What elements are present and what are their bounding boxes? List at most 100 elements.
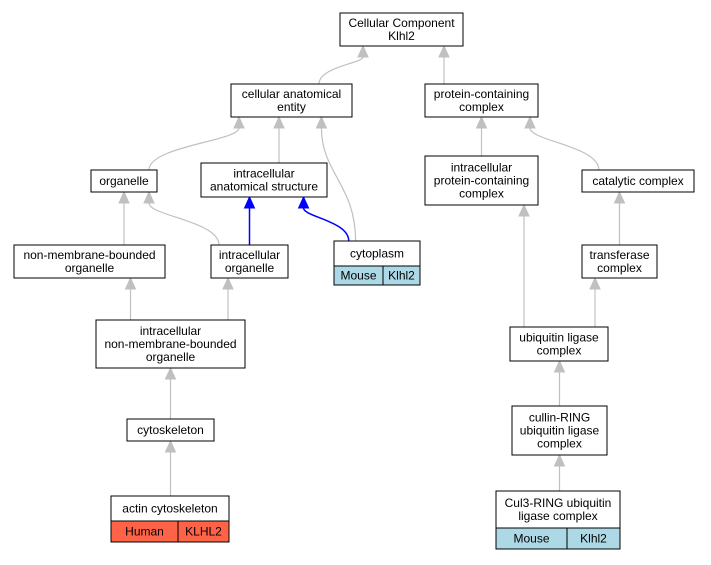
node-label-line: cellular anatomical	[242, 87, 341, 101]
node-label-line: intracellular	[219, 248, 280, 262]
node-box	[230, 83, 353, 118]
node-box	[13, 244, 166, 279]
node-box	[126, 418, 215, 442]
edge-arrowhead	[118, 190, 130, 204]
node-label-line: intracellular	[140, 324, 201, 338]
edge-cytoskeleton-to-intracellular-non-membrane-bounded-organelle	[164, 366, 177, 420]
edge-actin-cytoskeleton-to-cytoskeleton	[164, 439, 177, 497]
edge-arrowhead	[233, 115, 245, 129]
node-catalytic-complex[interactable]: catalytic complex	[581, 169, 695, 193]
edge-arrowhead	[124, 276, 137, 290]
edge-cytoplasm-to-intracellular-anatomical-structure	[297, 195, 350, 242]
edge-cytoplasm-to-cellular-anatomical-entity	[315, 115, 357, 242]
edge-arrowhead	[243, 195, 256, 209]
edge-line	[302, 207, 350, 242]
node-label-line: ubiquitin ligase	[520, 424, 600, 438]
node-box	[90, 169, 158, 193]
edge-arrowhead	[143, 190, 155, 204]
edge-arrowhead	[222, 276, 234, 290]
edge-arrowhead	[475, 115, 488, 129]
annotation-gene: Klhl2	[580, 532, 607, 546]
edge-line	[148, 127, 240, 171]
node-label-line: entity	[277, 100, 306, 114]
edge-arrowhead	[164, 439, 177, 453]
node-box	[210, 244, 289, 279]
edge-protein-containing-complex-to-cellular-component	[438, 44, 450, 84]
node-label-line: non-membrane-bounded	[104, 337, 236, 351]
edge-cul3-ring-ubiquitin-ligase-complex-to-cullin-ring-ubiquitin-ligase-complex	[553, 453, 566, 492]
annotation-species: Human	[125, 525, 164, 539]
node-label-line: Cellular Component	[348, 16, 455, 30]
edge-intracellular-protein-containing-complex-to-protein-containing-complex	[475, 115, 488, 156]
edge-catalytic-complex-to-protein-containing-complex	[524, 115, 600, 171]
edge-arrowhead	[553, 453, 566, 467]
node-label-line: actin cytoskeleton	[122, 502, 217, 516]
node-label-line: ligase complex	[518, 509, 597, 523]
node-label-line: complex	[597, 261, 642, 275]
edge-ubiquitin-ligase-complex-to-transferase-complex	[589, 276, 601, 327]
node-label-line: cytoskeleton	[137, 423, 204, 437]
node-label-line: ubiquitin ligase	[519, 331, 599, 345]
edge-arrowhead	[518, 203, 530, 217]
edge-non-membrane-bounded-organelle-to-organelle	[118, 190, 130, 245]
node-organelle[interactable]: organelle	[90, 169, 158, 193]
node-label-line: cullin-RING	[529, 411, 590, 425]
node-box	[509, 326, 609, 362]
node-box	[200, 162, 328, 198]
edge-arrowhead	[357, 44, 369, 58]
annotation-species: Mouse	[513, 532, 549, 546]
annotation-row	[495, 527, 621, 550]
node-box	[511, 405, 608, 456]
edge-transferase-complex-to-catalytic-complex	[613, 190, 626, 246]
edges-layer	[118, 44, 626, 497]
node-cytoskeleton[interactable]: cytoskeleton	[126, 418, 215, 442]
node-label-line: protein-containing	[434, 87, 529, 101]
node-label-line: organelle	[225, 261, 275, 275]
node-label-line: complex	[537, 344, 582, 358]
edge-line	[320, 127, 357, 242]
node-intracellular-non-membrane-bounded-organelle[interactable]: intracellularnon-membrane-boundedorganel…	[95, 319, 246, 369]
node-label-line: catalytic complex	[592, 174, 683, 188]
edge-arrowhead	[164, 366, 177, 380]
node-label-line: Klhl2	[388, 29, 415, 43]
node-label-line: transferase	[589, 248, 649, 262]
node-label-line: organelle	[146, 350, 196, 364]
edge-line	[148, 202, 220, 246]
edge-arrowhead	[315, 115, 328, 129]
node-label-line: non-membrane-bounded	[23, 248, 155, 262]
annotation-row	[110, 520, 230, 543]
edge-intracellular-organelle-to-organelle	[143, 190, 220, 246]
edge-intracellular-anatomical-structure-to-cellular-anatomical-entity	[273, 115, 285, 163]
edge-arrowhead	[553, 359, 566, 373]
edge-intracellular-organelle-to-intracellular-anatomical-structure	[243, 195, 256, 245]
edge-ubiquitin-ligase-complex-to-intracellular-protein-containing-complex	[518, 203, 530, 327]
edge-organelle-to-cellular-anatomical-entity	[148, 115, 245, 171]
node-box	[95, 319, 246, 369]
node-box	[339, 12, 464, 47]
node-label-line: intracellular	[451, 161, 512, 175]
edge-cellular-anatomical-entity-to-cellular-component	[318, 44, 369, 85]
edge-line	[529, 127, 600, 171]
edge-arrowhead	[613, 190, 626, 204]
node-label-line: cytoplasm	[350, 247, 404, 261]
node-label-line: anatomical structure	[210, 180, 318, 194]
node-label-line: complex	[459, 187, 504, 201]
node-label-line: Cul3-RING ubiquitin	[505, 496, 612, 510]
node-box	[424, 83, 539, 118]
